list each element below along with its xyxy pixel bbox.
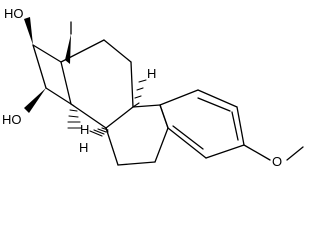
methoxy-oxygen-label: O [272, 154, 282, 169]
h-hash-14 [67, 103, 82, 129]
c-ring-bonds [60, 39, 134, 129]
b-ring-bonds [105, 104, 169, 166]
oh-wedge-15 [24, 88, 46, 113]
oh-wedge-16 [24, 17, 33, 45]
structure-diagram: HO HO H H H O [2, 6, 304, 169]
hydroxyl-label-left: HO [2, 112, 22, 127]
d-ring-bonds [32, 44, 72, 105]
aromatic-a-ring-bonds [159, 89, 245, 159]
hydrogen-label-8: H [79, 140, 88, 155]
hydroxyl-label-top: HO [4, 6, 24, 21]
hydrogen-label-9: H [147, 66, 156, 81]
h-hash-9 [132, 79, 147, 108]
methoxy-bonds [243, 144, 304, 161]
methyl-wedge-13 [65, 34, 71, 64]
hydrogen-label-14: H [80, 122, 89, 137]
h-hash-8 [89, 127, 109, 137]
